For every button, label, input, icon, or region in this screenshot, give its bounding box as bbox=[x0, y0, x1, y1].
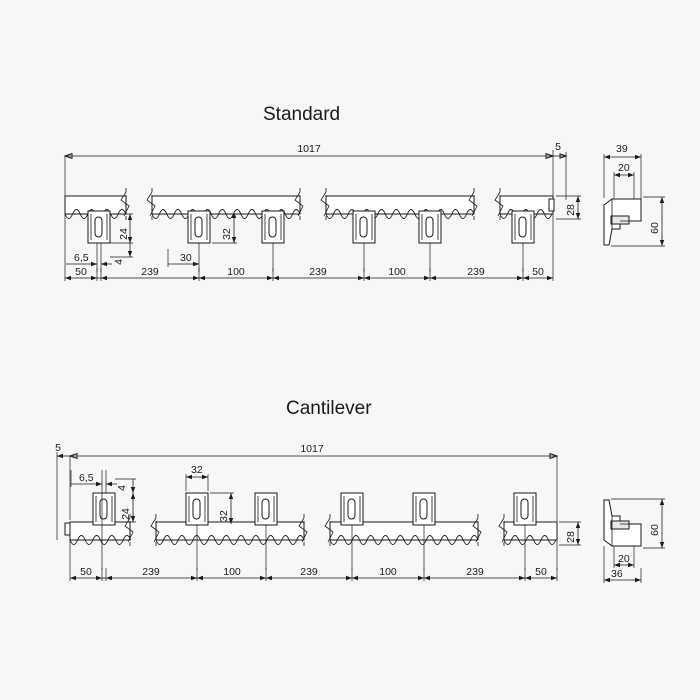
cantilever-profile-inner-label: 20 bbox=[618, 553, 630, 565]
clamp bbox=[418, 210, 442, 272]
standard-plate-thickness-dimension: 4 bbox=[110, 243, 133, 265]
cantilever-endgap-dimension: 5 bbox=[55, 442, 70, 540]
cantilever-title: Cantilever bbox=[286, 398, 372, 419]
section-cantilever: Cantilever 5 1017 bbox=[55, 398, 665, 583]
standard-clamp-offset-dimension: 6,5 bbox=[66, 252, 112, 267]
standard-profile-inner-label: 20 bbox=[618, 162, 630, 174]
standard-clamps bbox=[87, 210, 535, 272]
standard-30-label: 30 bbox=[180, 252, 192, 264]
cantilever-offset-label: 6,5 bbox=[79, 472, 94, 484]
cantilever-plate-thickness-dimension: 4 bbox=[115, 478, 136, 493]
clamp bbox=[187, 210, 211, 272]
standard-clamp-width-dimension: 30 bbox=[167, 249, 199, 267]
standard-chain-1: 239 bbox=[141, 266, 159, 278]
standard-4-label: 4 bbox=[113, 259, 125, 265]
clamp bbox=[340, 492, 364, 570]
cantilever-chain-3: 239 bbox=[300, 566, 318, 578]
standard-chain-5: 239 bbox=[467, 266, 485, 278]
clamp bbox=[352, 210, 376, 272]
standard-title: Standard bbox=[263, 104, 340, 125]
cantilever-chain-5: 239 bbox=[466, 566, 484, 578]
standard-chain-4: 100 bbox=[388, 266, 406, 278]
cantilever-chain-2: 100 bbox=[223, 566, 241, 578]
standard-clamp-height-dimension: 32 bbox=[212, 212, 237, 244]
cantilever-chain-4: 100 bbox=[379, 566, 397, 578]
standard-rail-height-dimension: 28 bbox=[556, 195, 581, 220]
standard-offset-label: 6,5 bbox=[74, 252, 89, 264]
cantilever-overall-dimension: 1017 bbox=[68, 443, 559, 570]
cantilever-chain-6: 50 bbox=[535, 566, 547, 578]
cantilever-clamp-width-dimension: 32 bbox=[185, 464, 209, 491]
clamp bbox=[412, 492, 436, 570]
standard-profile-width-label: 39 bbox=[616, 143, 628, 155]
clamp bbox=[261, 210, 285, 272]
cantilever-32w-label: 32 bbox=[191, 464, 203, 476]
clamp bbox=[92, 470, 116, 570]
cantilever-clamp-offset-dimension: 6,5 bbox=[70, 470, 117, 487]
cantilever-32h-label: 32 bbox=[218, 510, 230, 522]
cantilever-slot-height-dimension: 24 bbox=[115, 493, 136, 523]
clamp bbox=[254, 492, 278, 570]
standard-32-label: 32 bbox=[221, 228, 233, 240]
cantilever-chain-1: 239 bbox=[142, 566, 160, 578]
cantilever-24-label: 24 bbox=[120, 508, 132, 520]
standard-profile-height-label: 60 bbox=[649, 222, 661, 234]
standard-chain-2: 100 bbox=[227, 266, 245, 278]
standard-endgap-label: 5 bbox=[555, 141, 561, 153]
section-standard: Standard 1017 5 bbox=[63, 104, 665, 281]
standard-chain-0: 50 bbox=[75, 266, 87, 278]
cantilever-dimension-chain: 50 239 100 239 100 239 50 bbox=[69, 540, 558, 581]
standard-profile-view: 39 20 60 bbox=[603, 143, 665, 247]
standard-chain-3: 239 bbox=[309, 266, 327, 278]
cantilever-rail-height-dimension: 28 bbox=[559, 521, 581, 546]
standard-chain-6: 50 bbox=[532, 266, 544, 278]
cantilever-clamp-height-dimension: 32 bbox=[210, 492, 234, 524]
cantilever-profile-width-label: 36 bbox=[611, 568, 623, 580]
clamp bbox=[511, 210, 535, 272]
cantilever-overall-label: 1017 bbox=[300, 443, 324, 455]
clamp bbox=[185, 492, 209, 570]
cantilever-rail bbox=[64, 514, 558, 546]
standard-endgap-dimension: 5 bbox=[553, 141, 568, 200]
cantilever-profile-view: 60 20 36 bbox=[603, 498, 665, 583]
standard-24-label: 24 bbox=[118, 228, 130, 240]
cantilever-clamps bbox=[92, 470, 537, 570]
standard-overall-label: 1017 bbox=[297, 143, 321, 155]
cantilever-chain-0: 50 bbox=[80, 566, 92, 578]
cantilever-4-label: 4 bbox=[116, 485, 128, 491]
standard-28-label: 28 bbox=[565, 204, 577, 216]
cantilever-profile-height-label: 60 bbox=[649, 524, 661, 536]
clamp bbox=[513, 492, 537, 570]
standard-dimension-chain: 50 239 100 239 100 239 50 bbox=[64, 266, 554, 281]
standard-slot-height-dimension: 24 bbox=[110, 213, 133, 244]
cantilever-endgap-label: 5 bbox=[55, 442, 61, 454]
cantilever-28-label: 28 bbox=[565, 531, 577, 543]
